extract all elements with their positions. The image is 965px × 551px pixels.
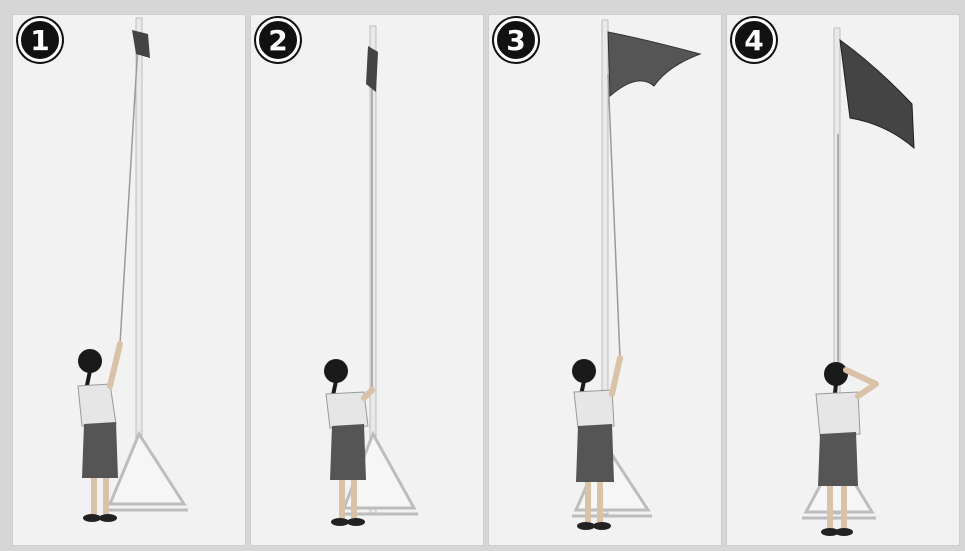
rope xyxy=(608,74,620,358)
flag xyxy=(132,30,150,58)
step-number-badge: 2 xyxy=(256,18,300,62)
step-2-illustration xyxy=(250,14,484,546)
step-number-badge: 4 xyxy=(732,18,776,62)
flag xyxy=(840,40,914,148)
rope xyxy=(120,44,138,344)
step-panel-4: 4 xyxy=(726,14,960,546)
step-3-illustration xyxy=(488,14,722,546)
step-panel-3: 3 xyxy=(488,14,722,546)
step-4-illustration xyxy=(726,14,960,546)
step-number-badge: 1 xyxy=(18,18,62,62)
flag xyxy=(366,46,378,92)
step-1-illustration xyxy=(12,14,246,546)
step-panel-2: 2 xyxy=(250,14,484,546)
step-panel-1: 1 xyxy=(12,14,246,546)
flag xyxy=(608,32,700,96)
pole-stand xyxy=(108,434,188,510)
flagpole xyxy=(136,18,142,498)
step-number-badge: 3 xyxy=(494,18,538,62)
